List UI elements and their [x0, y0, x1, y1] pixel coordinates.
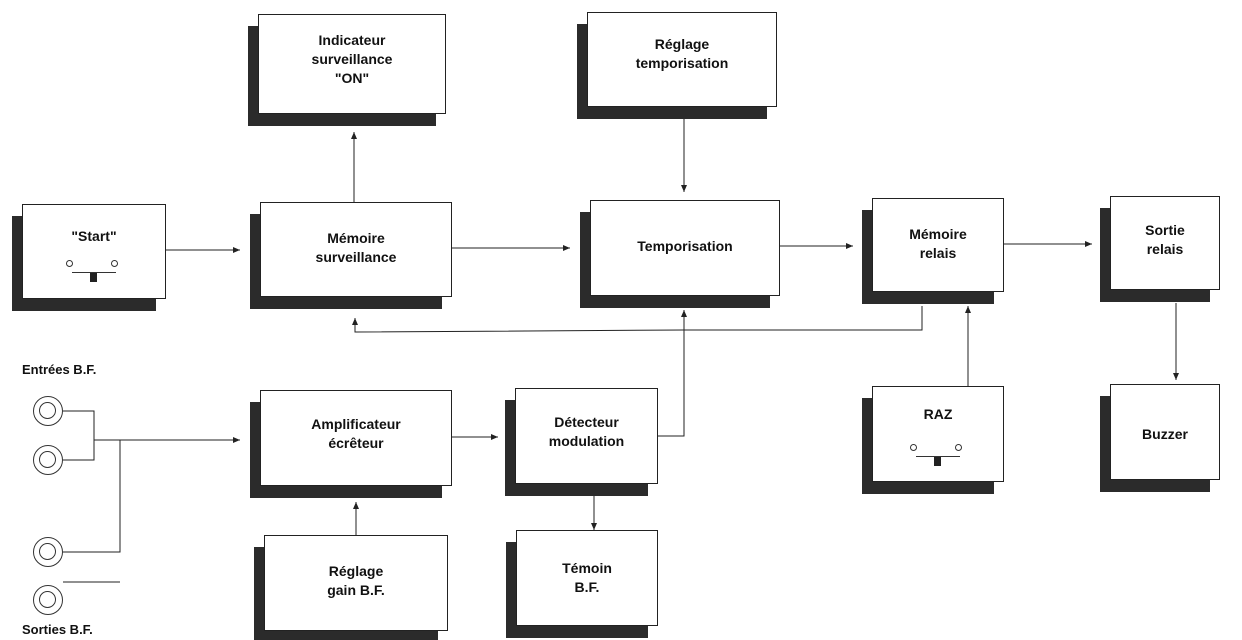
block-label: Détecteur modulation	[548, 414, 625, 449]
sorties-bf-label: Sorties B.F.	[22, 622, 93, 637]
output-jack-icon	[33, 537, 63, 567]
wire-feedback	[352, 306, 923, 333]
detecteur-modulation-block: Détecteur modulation	[515, 388, 658, 484]
memoire-surveillance-block: Mémoire surveillance	[260, 202, 452, 297]
indicateur-surveillance-block: Indicateur surveillance "ON"	[258, 14, 446, 114]
block-label: Réglage temporisation	[635, 36, 729, 71]
block-label: Buzzer	[1142, 426, 1188, 442]
entrees-bf-label: Entrées B.F.	[22, 362, 97, 377]
pushbutton-icon	[908, 444, 968, 478]
wire-entrees	[63, 410, 95, 461]
block-label: Temporisation	[637, 238, 733, 254]
raz-button-block[interactable]: RAZ	[872, 386, 1004, 482]
block-label: RAZ	[923, 406, 953, 422]
block-label: Indicateur surveillance "ON"	[311, 32, 393, 86]
output-jack-icon	[33, 585, 63, 615]
block-label: Amplificateur écrêteur	[311, 416, 401, 451]
sortie-relais-block: Sortie relais	[1110, 196, 1220, 290]
block-label: Sortie relais	[1145, 222, 1185, 257]
input-jack-icon	[33, 445, 63, 475]
start-button-block[interactable]: "Start"	[22, 204, 166, 299]
temporisation-block: Temporisation	[590, 200, 780, 296]
temoin-bf-block: Témoin B.F.	[516, 530, 658, 626]
block-label: "Start"	[71, 228, 117, 244]
wire-sorties	[63, 440, 121, 553]
block-label: Mémoire relais	[909, 226, 967, 261]
input-jack-icon	[33, 396, 63, 426]
reglage-gain-block: Réglage gain B.F.	[264, 535, 448, 631]
block-label: Mémoire surveillance	[315, 230, 397, 265]
memoire-relais-block: Mémoire relais	[872, 198, 1004, 292]
pushbutton-icon	[64, 260, 124, 294]
reglage-temporisation-block: Réglage temporisation	[587, 12, 777, 107]
wire-detecteur-to-tempo	[658, 310, 687, 437]
block-label: Témoin B.F.	[562, 560, 612, 595]
amplificateur-ecreteur-block: Amplificateur écrêteur	[260, 390, 452, 486]
block-label: Réglage gain B.F.	[327, 563, 385, 598]
buzzer-block: Buzzer	[1110, 384, 1220, 480]
